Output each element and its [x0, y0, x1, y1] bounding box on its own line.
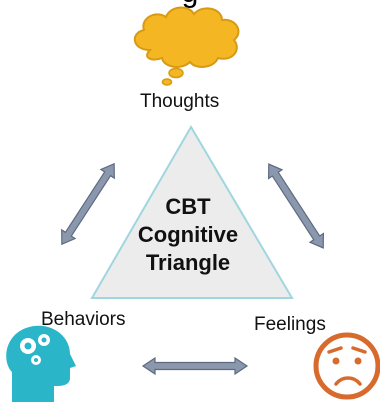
cut-off-title: g — [0, 0, 380, 8]
thoughts-label: Thoughts — [140, 91, 220, 112]
arrow-thoughts-behaviors — [61, 162, 115, 246]
behaviors-label: Behaviors — [41, 309, 126, 330]
arrow-behaviors-feelings — [141, 356, 249, 376]
worried-face-icon — [313, 332, 380, 400]
feelings-label: Feelings — [254, 314, 326, 335]
title-line-cognitive: Cognitive — [137, 222, 239, 247]
title-line-triangle: Triangle — [145, 250, 231, 275]
thought-cloud-icon — [134, 6, 240, 86]
arrow-thoughts-feelings — [267, 163, 325, 249]
triangle-title: CBT Cognitive Triangle — [118, 193, 258, 277]
title-line-cbt: CBT — [165, 194, 211, 219]
central-triangle — [90, 125, 294, 299]
head-gears-icon — [6, 325, 76, 402]
